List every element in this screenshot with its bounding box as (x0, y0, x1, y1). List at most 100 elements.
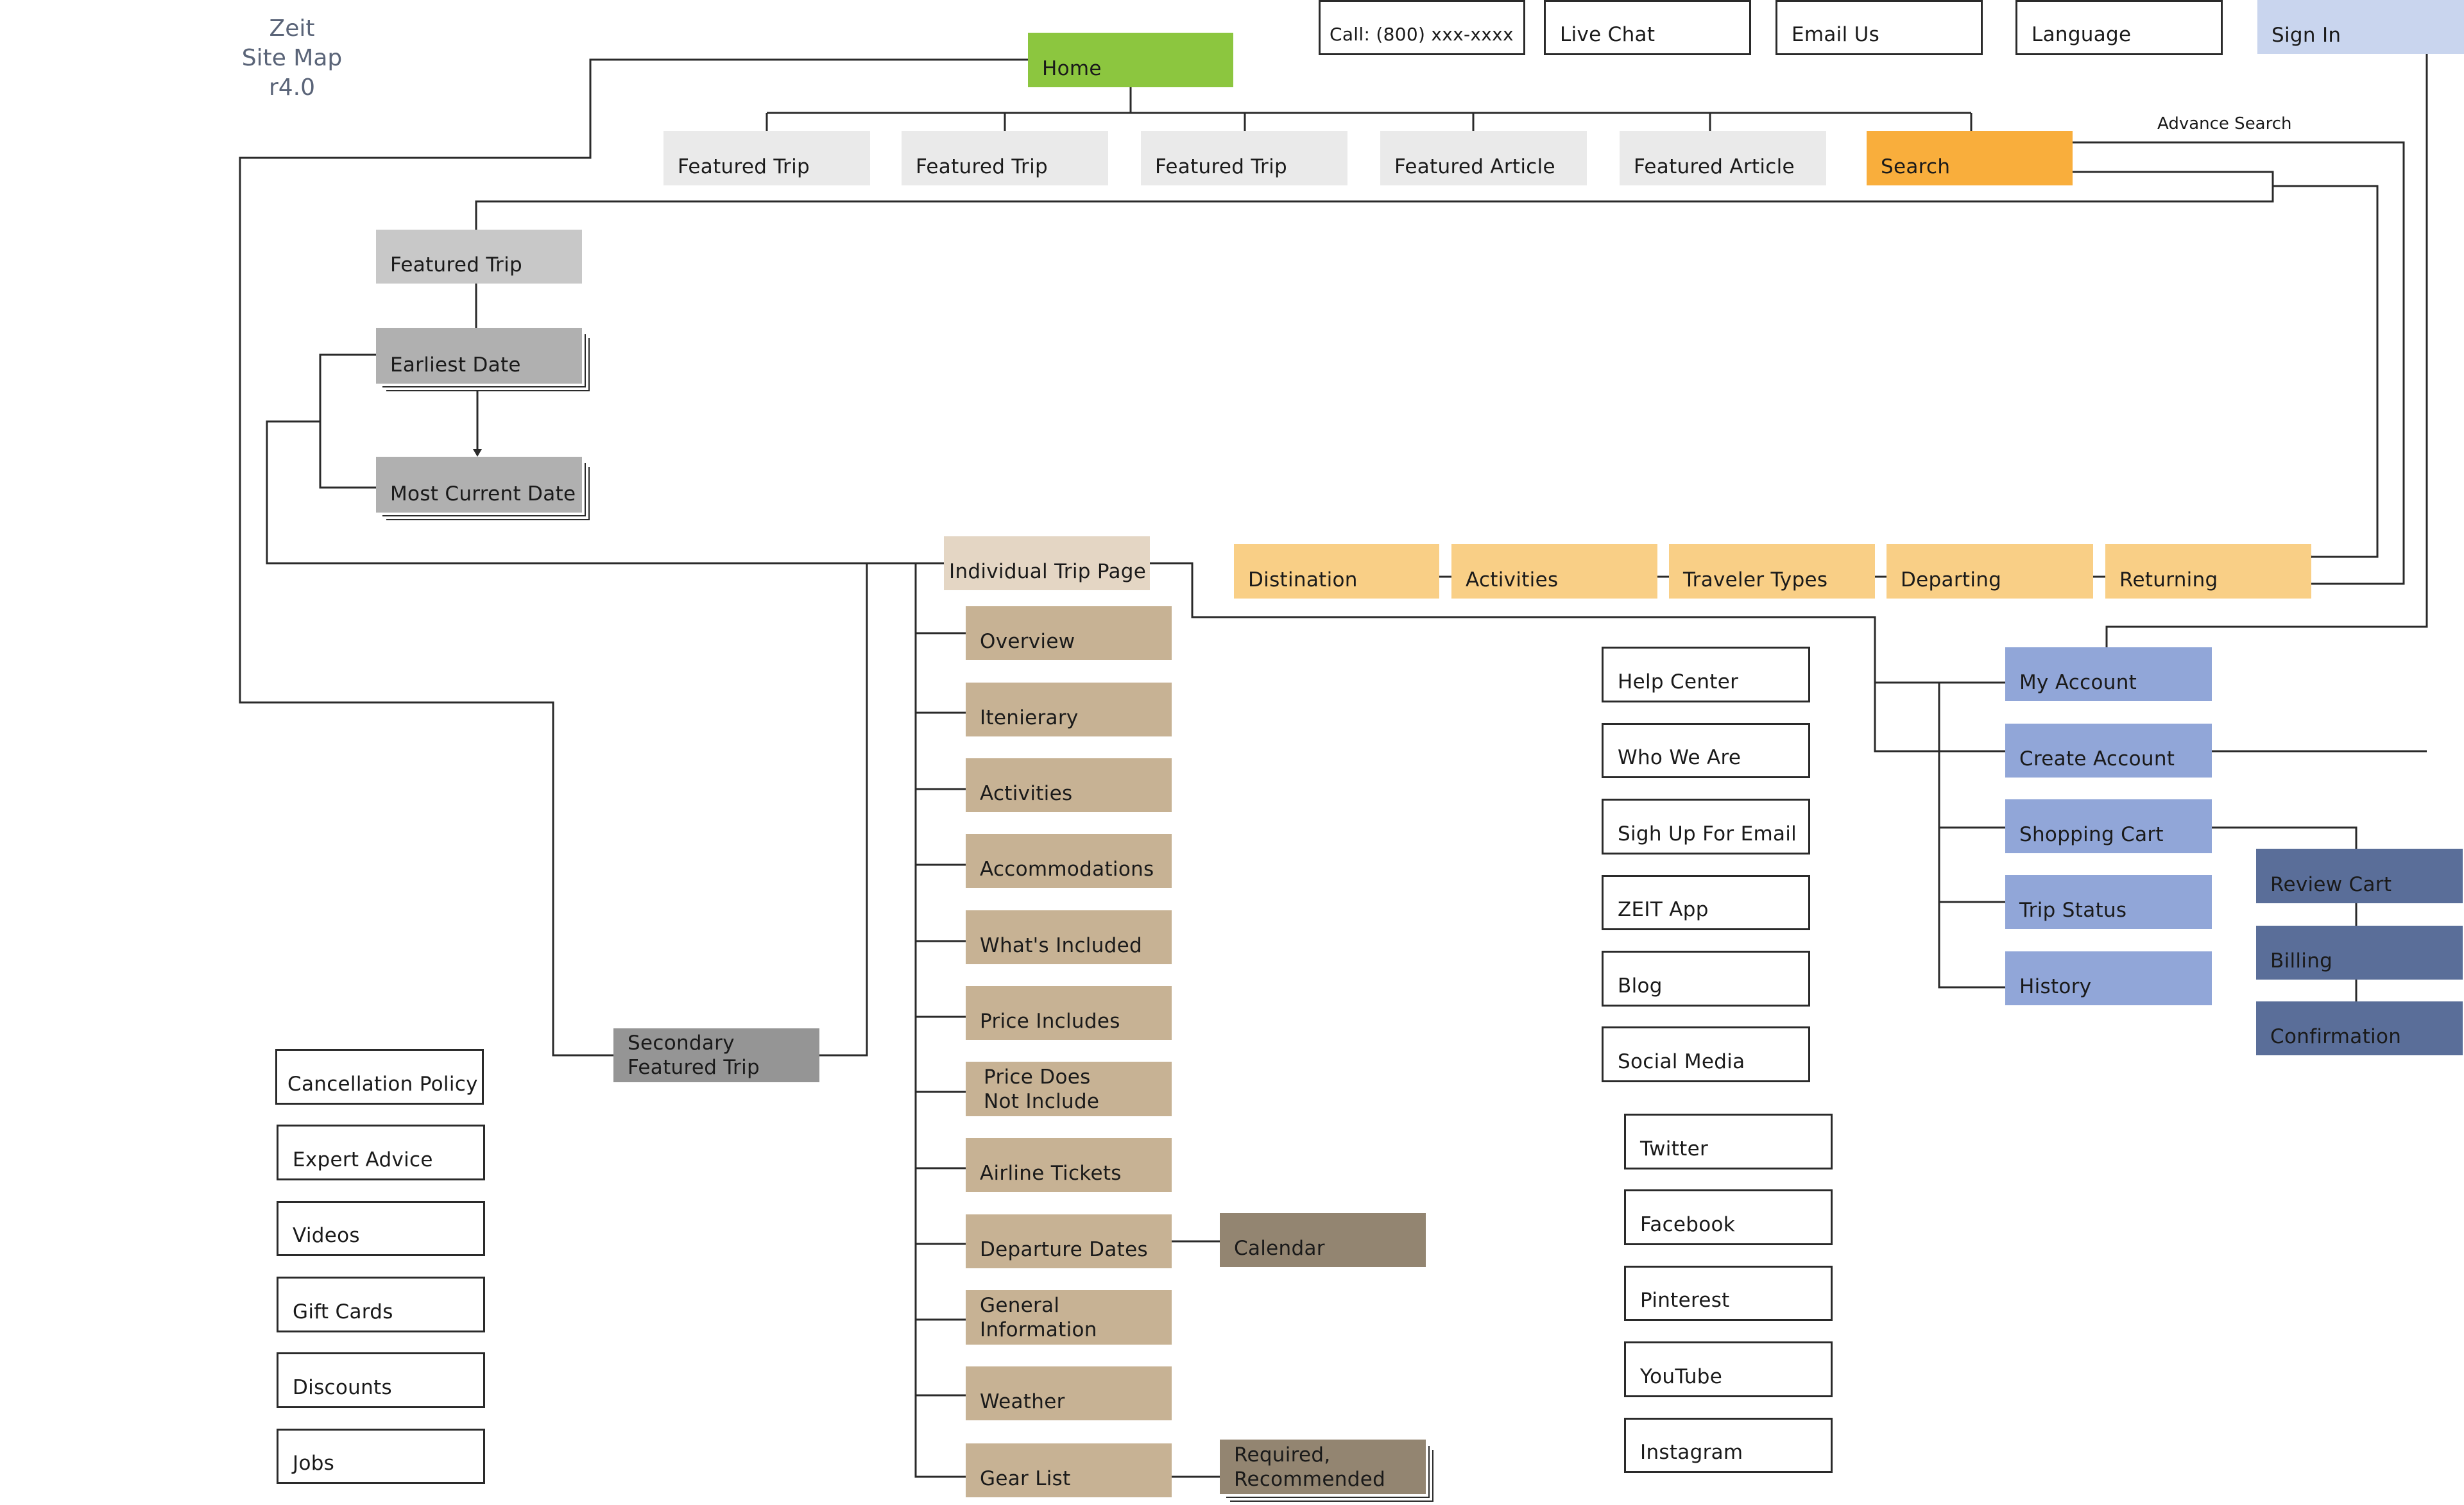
link-sign-up-email[interactable]: Sigh Up For Email (1602, 799, 1810, 855)
featured-article-1[interactable]: Featured Article (1380, 131, 1587, 185)
twitter-label: Twitter (1640, 1137, 1708, 1161)
account-trip-status[interactable]: Trip Status (2005, 875, 2212, 929)
link-jobs[interactable]: Jobs (277, 1429, 485, 1484)
calendar-node[interactable]: Calendar (1220, 1213, 1426, 1267)
trip-item-gear-list[interactable]: Gear List (966, 1443, 1172, 1497)
checkout-review-cart[interactable]: Review Cart (2256, 849, 2463, 903)
sign-up-email-label: Sigh Up For Email (1618, 822, 1797, 846)
secondary-featured-trip-node[interactable]: Secondary Featured Trip (613, 1028, 819, 1082)
account-my-account[interactable]: My Account (2005, 647, 2212, 701)
featured-trip-3[interactable]: Featured Trip (1141, 131, 1348, 185)
destination-label: Distination (1248, 568, 1358, 591)
search-field-destination[interactable]: Distination (1234, 544, 1439, 599)
trip-item-activities[interactable]: Activities (966, 758, 1172, 812)
link-instagram[interactable]: Instagram (1624, 1418, 1833, 1473)
link-pinterest[interactable]: Pinterest (1624, 1266, 1833, 1321)
who-we-are-label: Who We Are (1618, 746, 1741, 769)
trip-item-airline-tickets[interactable]: Airline Tickets (966, 1138, 1172, 1192)
featured-article-2-label: Featured Article (1634, 155, 1795, 178)
link-gift-cards[interactable]: Gift Cards (277, 1277, 485, 1332)
line-trip-to-accounts (1150, 562, 2005, 752)
secondary-line-1: Secondary (628, 1032, 735, 1055)
history-label: History (2019, 975, 2092, 998)
language-label: Language (2032, 23, 2132, 46)
line-earliest-bracket (319, 353, 376, 489)
search-field-activities[interactable]: Activities (1451, 544, 1657, 599)
trip-item-accommodations[interactable]: Accommodations (966, 834, 1172, 888)
email-us-box[interactable]: Email Us (1775, 0, 1983, 55)
youtube-label: YouTube (1640, 1365, 1723, 1388)
accommodations-label: Accommodations (980, 858, 1154, 881)
search-field-returning[interactable]: Returning (2105, 544, 2311, 599)
call-box[interactable]: Call: (800) xxx-xxxx (1319, 0, 1525, 55)
search-box[interactable]: Search (1867, 131, 2073, 185)
trip-item-weather[interactable]: Weather (966, 1366, 1172, 1420)
gear-list-label: Gear List (980, 1467, 1071, 1490)
featured-trip-node[interactable]: Featured Trip (376, 230, 582, 284)
checkout-confirmation[interactable]: Confirmation (2256, 1001, 2463, 1055)
facebook-label: Facebook (1640, 1213, 1736, 1236)
social-media-label: Social Media (1618, 1050, 1745, 1073)
earliest-date-label: Earliest Date (390, 353, 521, 377)
link-videos[interactable]: Videos (277, 1201, 485, 1256)
price-not-line-1: Price Does (984, 1065, 1091, 1089)
featured-trip-node-label: Featured Trip (390, 253, 522, 276)
link-facebook[interactable]: Facebook (1624, 1189, 1833, 1245)
link-discounts[interactable]: Discounts (277, 1352, 485, 1408)
trip-item-whats-included[interactable]: What's Included (966, 910, 1172, 964)
link-twitter[interactable]: Twitter (1624, 1114, 1833, 1169)
most-current-date-node[interactable]: Most Current Date (376, 457, 582, 513)
search-field-traveler-types[interactable]: Traveler Types (1669, 544, 1875, 599)
title-line-3: r4.0 (268, 74, 316, 101)
link-blog[interactable]: Blog (1602, 951, 1810, 1007)
departure-dates-label: Departure Dates (980, 1238, 1148, 1261)
gear-required-node[interactable]: Required, Recommended (1220, 1440, 1426, 1494)
featured-article-1-label: Featured Article (1394, 155, 1555, 178)
language-box[interactable]: Language (2015, 0, 2223, 55)
trip-item-general-information[interactable]: General Information (966, 1290, 1172, 1345)
trip-item-itinerary[interactable]: Itenierary (966, 683, 1172, 736)
weather-label: Weather (980, 1390, 1065, 1413)
link-who-we-are[interactable]: Who We Are (1602, 723, 1810, 778)
featured-trip-2[interactable]: Featured Trip (902, 131, 1108, 185)
instagram-label: Instagram (1640, 1441, 1743, 1464)
account-shopping-cart[interactable]: Shopping Cart (2005, 799, 2212, 853)
search-field-departing[interactable]: Departing (1887, 544, 2093, 599)
featured-article-2[interactable]: Featured Article (1620, 131, 1826, 185)
whats-included-label: What's Included (980, 934, 1142, 957)
general-line-2: Information (980, 1318, 1097, 1341)
activities-field-label: Activities (1466, 568, 1559, 591)
sign-in-box[interactable]: Sign In (2257, 0, 2464, 54)
link-social-media[interactable]: Social Media (1602, 1026, 1810, 1082)
account-create-account[interactable]: Create Account (2005, 724, 2212, 778)
individual-trip-page-node[interactable]: Individual Trip Page (944, 536, 1150, 590)
link-cancellation-policy[interactable]: Cancellation Policy (275, 1049, 484, 1105)
home-label: Home (1042, 57, 1102, 80)
link-youtube[interactable]: YouTube (1624, 1341, 1833, 1397)
link-zeit-app[interactable]: ZEIT App (1602, 875, 1810, 930)
trip-item-price-not-include[interactable]: Price Does Not Include (966, 1062, 1172, 1116)
most-current-date-label: Most Current Date (390, 482, 576, 506)
secondary-line-2: Featured Trip (628, 1056, 760, 1079)
earliest-date-node[interactable]: Earliest Date (376, 328, 582, 384)
create-account-label: Create Account (2019, 747, 2175, 770)
live-chat-box[interactable]: Live Chat (1544, 0, 1751, 55)
featured-trip-1[interactable]: Featured Trip (663, 131, 870, 185)
cancellation-policy-label: Cancellation Policy (287, 1073, 478, 1096)
search-label: Search (1881, 155, 1951, 178)
checkout-billing[interactable]: Billing (2256, 926, 2463, 980)
price-includes-label: Price Includes (980, 1010, 1120, 1033)
trip-item-price-includes[interactable]: Price Includes (966, 986, 1172, 1040)
line-trip-spine (914, 562, 966, 1478)
gift-cards-label: Gift Cards (293, 1300, 393, 1323)
trip-item-overview[interactable]: Overview (966, 606, 1172, 660)
my-account-label: My Account (2019, 671, 2137, 694)
videos-label: Videos (293, 1224, 360, 1247)
link-expert-advice[interactable]: Expert Advice (277, 1125, 485, 1180)
account-history[interactable]: History (2005, 951, 2212, 1005)
trip-item-departure-dates[interactable]: Departure Dates (966, 1214, 1172, 1268)
home-box[interactable]: Home (1028, 33, 1233, 87)
link-help-center[interactable]: Help Center (1602, 647, 1810, 702)
